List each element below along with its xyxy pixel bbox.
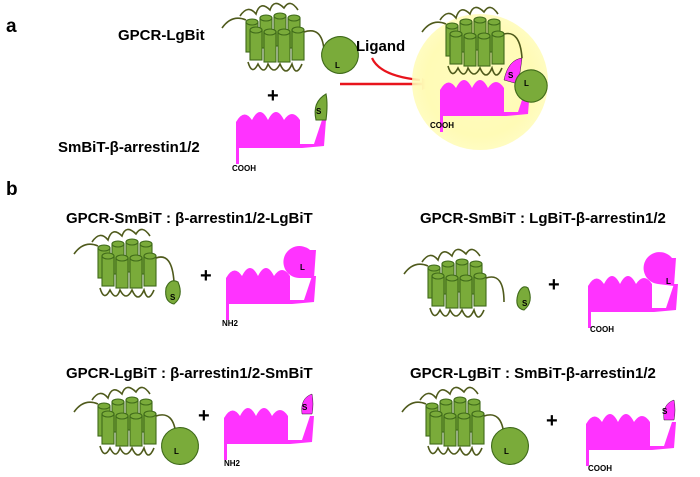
combo-3-terminus: NH2 bbox=[224, 459, 241, 468]
panel-a-cooh: COOH bbox=[232, 164, 256, 173]
combo-2-lgbit-tag: L bbox=[666, 277, 671, 286]
combo-4-plus: + bbox=[546, 410, 558, 432]
smbit-arrestin: S bbox=[236, 93, 328, 164]
combo-2-arrestin: L bbox=[588, 252, 678, 328]
combo-1-lgbit-tag: L bbox=[300, 263, 305, 272]
complex-receptor bbox=[421, 6, 523, 76]
complex-lgbit-tag: L bbox=[524, 79, 529, 88]
combo-3-arrestin: S bbox=[224, 393, 314, 460]
combo-1-plus: + bbox=[200, 265, 212, 287]
combo-3-title: GPCR-LgBiT : β-arrestin1/2-SmBiT bbox=[66, 365, 313, 382]
complex-smbit-tag: S bbox=[508, 71, 514, 80]
combo-3-receptor: L bbox=[73, 386, 199, 465]
combo-4-smbit-tag: S bbox=[662, 407, 668, 416]
combo-1-terminus: NH2 bbox=[222, 319, 239, 328]
combo-3-plus: + bbox=[198, 405, 210, 427]
combo-1-title: GPCR-SmBiT : β-arrestin1/2-LgBiT bbox=[66, 210, 313, 227]
combo-1-receptor: S bbox=[73, 228, 181, 305]
panel-a-receptor-label: GPCR-LgBit bbox=[118, 27, 205, 44]
panel-a-arrestin-label: SmBiT-β-arrestin1/2 bbox=[58, 139, 200, 156]
combo-1-arrestin: L bbox=[226, 246, 316, 320]
combo-4-arrestin: S bbox=[586, 399, 676, 466]
gpcr-lgbit-receptor: L bbox=[221, 2, 359, 74]
smbit-tag: S bbox=[316, 107, 322, 116]
combo-2-terminus: COOH bbox=[590, 325, 614, 334]
combo-1-smbit-tag: S bbox=[170, 293, 176, 302]
panel-a-letter: a bbox=[6, 16, 17, 37]
combo-2-plus: + bbox=[548, 274, 560, 296]
lgbit-tag: L bbox=[335, 61, 340, 70]
complex-cooh: COOH bbox=[430, 121, 454, 130]
panel-a-plus: + bbox=[267, 85, 279, 107]
complex-arrestin: S L bbox=[440, 57, 548, 132]
combo-4-terminus: COOH bbox=[588, 464, 612, 473]
combo-4-title: GPCR-LgBiT : SmBiT-β-arrestin1/2 bbox=[410, 365, 656, 382]
panel-b-letter: b bbox=[6, 179, 18, 200]
combo-4-receptor: L bbox=[401, 386, 529, 465]
combo-4-lgbit-tag: L bbox=[504, 447, 509, 456]
combo-2-receptor: S bbox=[403, 248, 531, 318]
ligand-label: Ligand bbox=[356, 38, 405, 55]
combo-3-lgbit-tag: L bbox=[174, 447, 179, 456]
combo-2-smbit-tag: S bbox=[522, 299, 528, 308]
combo-3-smbit-tag: S bbox=[302, 403, 308, 412]
combo-2-title: GPCR-SmBiT : LgBiT-β-arrestin1/2 bbox=[420, 210, 666, 227]
